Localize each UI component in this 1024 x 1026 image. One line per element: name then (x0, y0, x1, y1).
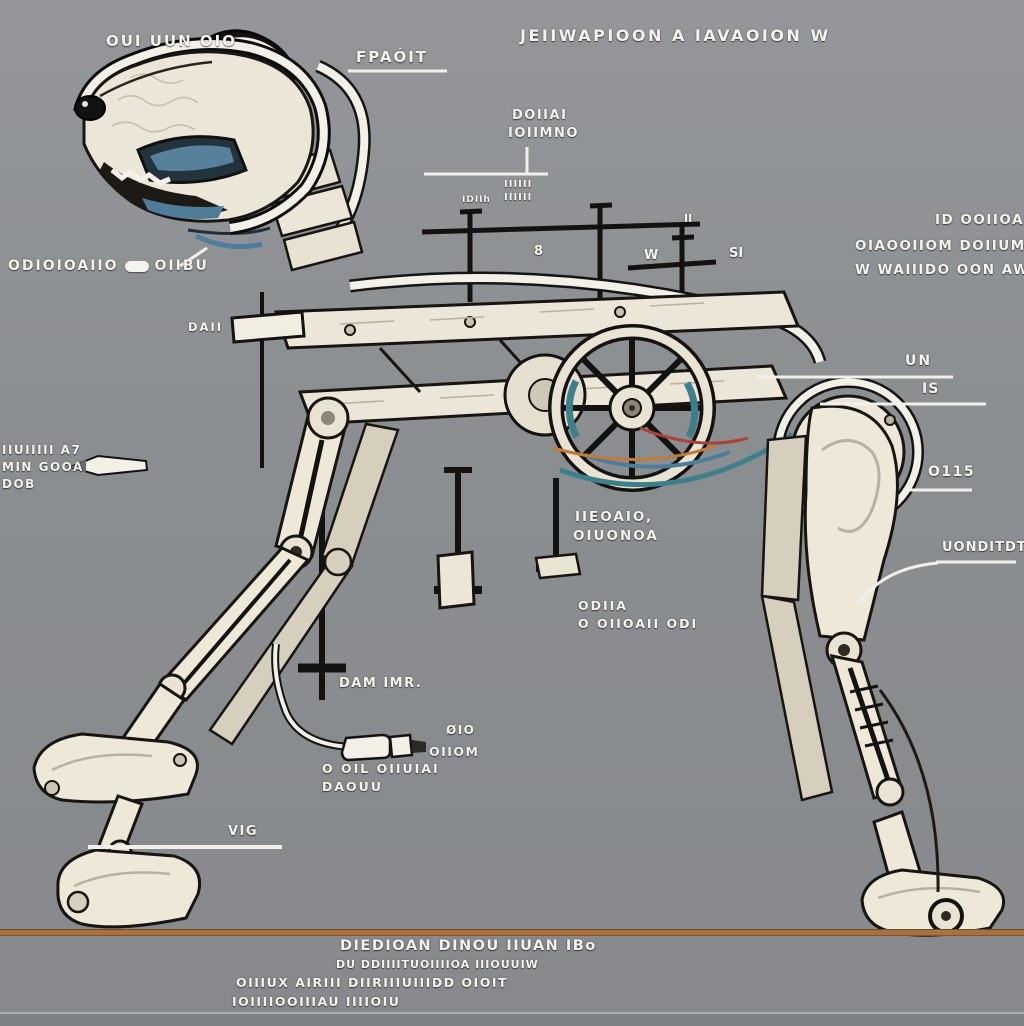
rear-legs (760, 404, 1005, 937)
frame-mark-4: II (684, 212, 693, 225)
label-neck-callout: ODIOIOAIIO OIIBU (8, 258, 209, 274)
pointer-blade (66, 454, 149, 477)
plug-connector (271, 643, 426, 762)
label-hip: O115 (928, 464, 976, 480)
leader-lines (88, 69, 1016, 849)
label-head-top: FPAÓIT (356, 48, 429, 66)
left-block-line-2: MIN GOOA (2, 460, 84, 474)
tail-leader-curve (858, 561, 939, 603)
left-block-line-3: DOB (2, 477, 36, 491)
right-block-line-2: OIAOOIIOM DOIIUM O L (855, 238, 1024, 254)
label-plug-2: DAOUU (322, 779, 383, 794)
tick-side: IDIIh (462, 195, 491, 205)
footer-line-1: DIEDIOAN DINOU IIUAN IBo (340, 938, 597, 954)
label-knee: DAM IMR. (339, 676, 423, 691)
footer-line-2: DU DDIIIITUOIIIIOA IIIOUUIW (336, 958, 539, 971)
label-chest: DAII (188, 320, 224, 334)
label-foot: VIG (228, 824, 259, 839)
label-tail: UONDITDT (942, 540, 1024, 555)
neck-callout-word: ODIOIOAIIO (8, 258, 119, 274)
tick-row-2: IIIIII (504, 192, 533, 203)
label-belly-2: O OIIOAII ODI (578, 616, 699, 631)
frame-mark-3: SI (729, 246, 744, 261)
front-legs (32, 396, 400, 929)
bottom-band (0, 1012, 1024, 1026)
footer-line-4: IOIIIIOOIIIAU IIIIOIU (232, 994, 401, 1009)
neck-callout-tail: OIIBU (154, 258, 209, 274)
left-block-line-1: IIUIIIII A7 (2, 443, 82, 457)
right-block-line-1: ID OOIIOAUIII (935, 212, 1024, 228)
tick-row-1: IIIIII (504, 179, 533, 190)
right-block-line-3: W WAIIIDO OON AW R (855, 262, 1024, 278)
label-back-lower: IS (922, 381, 940, 397)
frame-mark-2: W (644, 248, 659, 263)
label-cable-2: OIIOM (429, 744, 480, 759)
bullet-blob-icon (124, 260, 149, 272)
dog-head (73, 29, 331, 235)
diagram-title: JEIIWAPIOON A IAVAOION W (520, 26, 831, 45)
label-belly-1: ODIIA (578, 598, 628, 613)
label-plug-1: O OIL OIIUIAI (322, 761, 440, 776)
label-spine-1: DOIIAI (512, 108, 568, 123)
underbody-supports (230, 292, 582, 700)
frame-mark-1: 8 (534, 244, 544, 259)
label-cable-1: ØIO (446, 723, 476, 737)
neck-leader-diagonal (179, 246, 208, 268)
label-top-left: OUI UUN OIO (106, 32, 237, 50)
label-back-upper: UN (905, 353, 933, 369)
label-gear-2: OIUONOA (573, 528, 659, 544)
label-gear-1: IIEOAIO, (575, 509, 654, 525)
footer-line-3: OIIIUX AIRIII DIIRIIIUIIIDD OIOIT (236, 975, 509, 990)
label-spine-2: IOIIMNO (508, 126, 579, 141)
horizontal-rule (0, 929, 1024, 936)
